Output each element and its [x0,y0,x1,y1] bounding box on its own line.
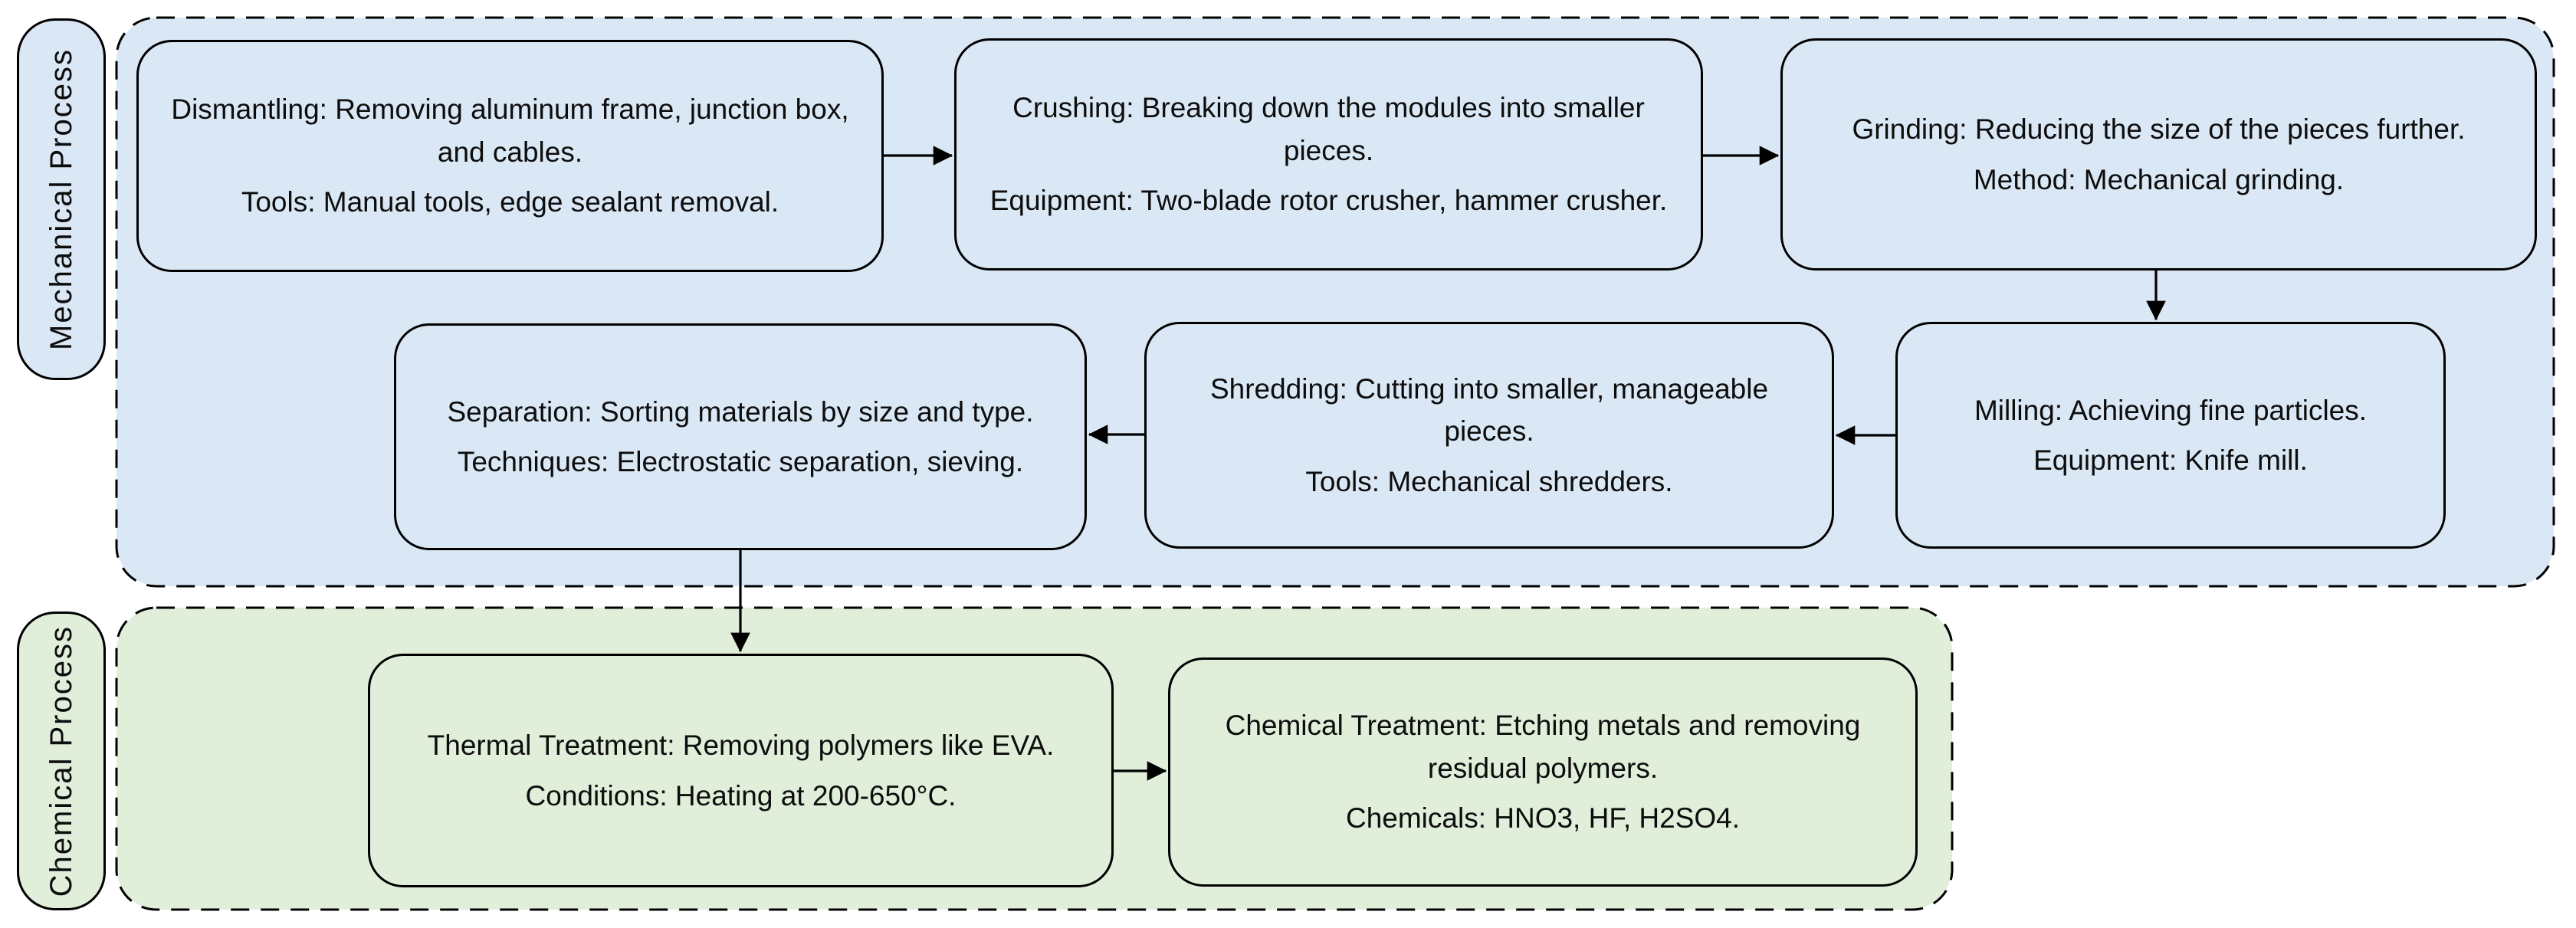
node-milling: Milling: Achieving fine particles. Equip… [1895,322,2446,549]
mechanical-process-lane-label: Mechanical Process [17,18,106,380]
crushing-description: Crushing: Breaking down the modules into… [1012,92,1645,166]
grinding-description: Grinding: Reducing the size of the piece… [1852,113,2466,145]
dismantling-description: Dismantling: Removing aluminum frame, ju… [171,93,849,168]
node-crushing: Crushing: Breaking down the modules into… [954,38,1703,271]
shredding-tools: Tools: Mechanical shredders. [1305,465,1673,497]
milling-description: Milling: Achieving fine particles. [1974,394,2368,426]
chemical-process-label-text: Chemical Process [44,625,78,897]
separation-description: Separation: Sorting materials by size an… [447,395,1034,428]
chemical-process-lane-label: Chemical Process [17,612,106,910]
node-chemical-treatment: Chemical Treatment: Etching metals and r… [1168,657,1918,887]
node-grinding: Grinding: Reducing the size of the piece… [1780,38,2537,271]
chemical-treatment-description: Chemical Treatment: Etching metals and r… [1225,710,1861,784]
chemical-treatment-chemicals: Chemicals: HNO3, HF, H2SO4. [1345,802,1741,835]
node-dismantling: Dismantling: Removing aluminum frame, ju… [136,40,884,272]
node-thermal-treatment: Thermal Treatment: Removing polymers lik… [368,654,1114,887]
grinding-method: Method: Mechanical grinding. [1973,163,2345,195]
crushing-equipment: Equipment: Two-blade rotor crusher, hamm… [989,185,1668,217]
shredding-description: Shredding: Cutting into smaller, managea… [1209,372,1769,448]
separation-techniques: Techniques: Electrostatic separation, si… [457,446,1024,477]
thermal-treatment-conditions: Conditions: Heating at 200-650°C. [525,779,957,812]
milling-equipment: Equipment: Knife mill. [2033,444,2308,476]
thermal-treatment-description: Thermal Treatment: Removing polymers lik… [427,730,1055,761]
dismantling-tools: Tools: Manual tools, edge sealant remova… [241,186,779,218]
mechanical-process-label-text: Mechanical Process [44,48,78,350]
node-shredding: Shredding: Cutting into smaller, managea… [1144,322,1834,549]
node-separation: Separation: Sorting materials by size an… [394,323,1087,550]
